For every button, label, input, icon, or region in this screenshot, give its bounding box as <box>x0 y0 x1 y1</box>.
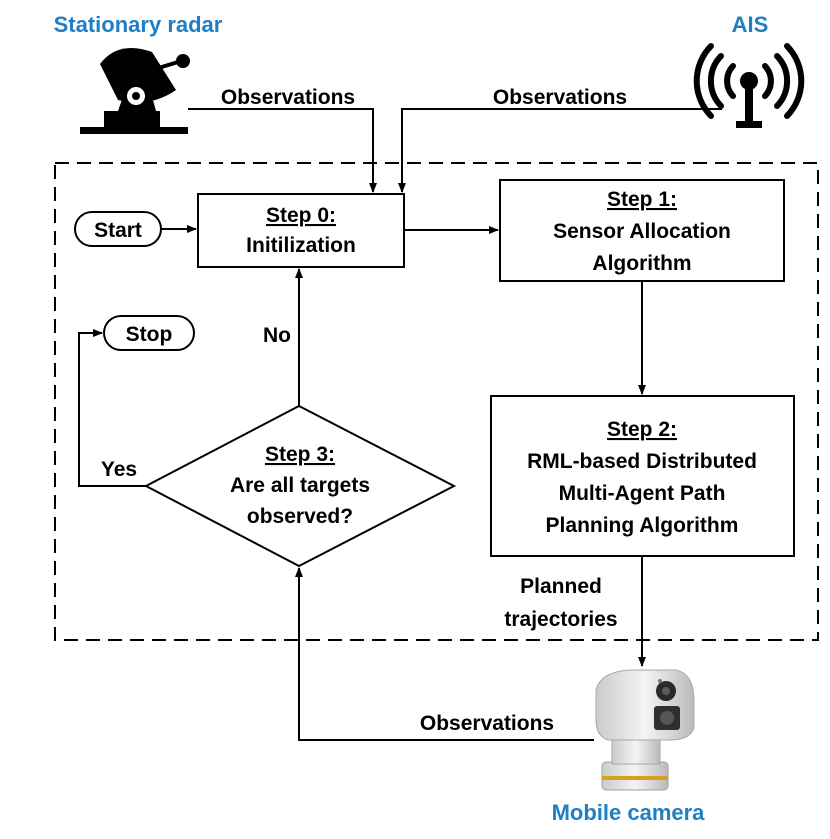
antenna-mast <box>745 85 753 123</box>
stop-label: Stop <box>126 323 173 346</box>
antenna-base <box>736 121 762 128</box>
step1-text-2: Algorithm <box>592 252 691 275</box>
planned-label-1: Planned <box>520 575 602 598</box>
step0-title: Step 0: <box>266 204 336 227</box>
step3-text-1: Are all targets <box>230 474 370 497</box>
ais-label: AIS <box>732 12 769 37</box>
camera-observations-arrow <box>295 567 594 741</box>
planned-label-2: trajectories <box>504 608 617 631</box>
step0-text: Initilization <box>246 234 356 257</box>
yes-label: Yes <box>101 458 137 481</box>
start-label: Start <box>94 219 142 242</box>
ais-observations-label: Observations <box>493 86 627 109</box>
step3-decision <box>143 404 457 568</box>
step3-text-2: observed? <box>247 505 353 528</box>
radar-label: Stationary radar <box>54 12 223 37</box>
step1-box <box>499 179 785 282</box>
camera-label: Mobile camera <box>552 800 706 825</box>
stop-terminal <box>103 315 195 351</box>
ais-observations-arrow <box>398 108 722 193</box>
radar-dish-icon <box>80 48 190 134</box>
radar-observations-label: Observations <box>221 86 355 109</box>
step2-box <box>490 395 795 557</box>
step2-text-3: Planning Algorithm <box>546 514 739 537</box>
step1-text-1: Sensor Allocation <box>553 220 731 243</box>
antenna-tip <box>740 72 758 90</box>
step3-title: Step 3: <box>265 443 335 466</box>
system-boundary <box>54 162 819 641</box>
step0-box <box>197 193 405 268</box>
step2-text-1: RML-based Distributed <box>527 450 757 473</box>
camera-observations-label: Observations <box>420 712 554 735</box>
camera-icon <box>595 669 695 791</box>
step2-text-2: Multi-Agent Path <box>559 482 726 505</box>
yes-branch-arrow <box>78 329 146 487</box>
step1-title: Step 1: <box>607 188 677 211</box>
radar-observations-arrow <box>188 108 377 193</box>
no-label: No <box>263 324 291 347</box>
step2-title: Step 2: <box>607 418 677 441</box>
